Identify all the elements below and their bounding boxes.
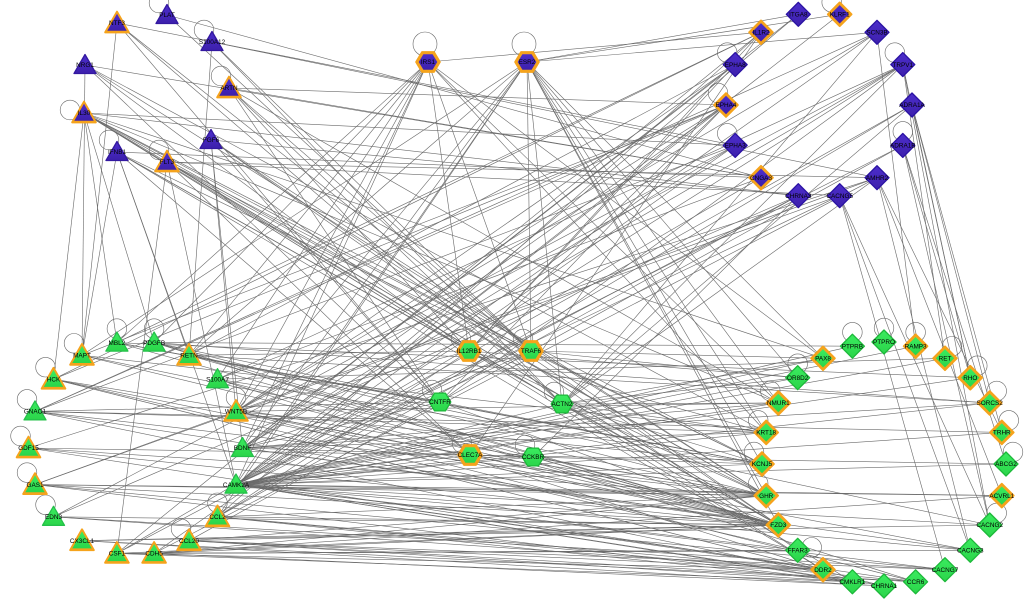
svg-text:RAMP3: RAMP3 xyxy=(905,343,927,350)
svg-text:SORCS2: SORCS2 xyxy=(977,400,1004,407)
svg-text:CCL20: CCL20 xyxy=(179,538,199,545)
svg-text:EDN3: EDN3 xyxy=(45,514,62,521)
svg-text:TRPV1: TRPV1 xyxy=(892,62,913,69)
svg-text:ADRA1A: ADRA1A xyxy=(899,102,925,109)
svg-text:ABCG2: ABCG2 xyxy=(995,461,1017,468)
svg-text:CHRNA3: CHRNA3 xyxy=(785,193,812,200)
svg-text:CNTFR: CNTFR xyxy=(429,399,451,406)
svg-text:CLEC7A: CLEC7A xyxy=(458,452,484,459)
svg-text:EPHA8: EPHA8 xyxy=(725,62,746,69)
svg-text:IFNB1: IFNB1 xyxy=(108,149,127,156)
svg-text:CACNG3: CACNG3 xyxy=(957,548,984,555)
svg-text:RETN: RETN xyxy=(180,353,198,360)
svg-text:FLT3: FLT3 xyxy=(160,159,175,166)
svg-text:KLRF1: KLRF1 xyxy=(830,12,850,19)
svg-text:TRAF6: TRAF6 xyxy=(521,348,542,355)
svg-text:IRS1: IRS1 xyxy=(421,59,436,66)
svg-text:CAMK2A: CAMK2A xyxy=(223,482,250,489)
svg-text:NRG1: NRG1 xyxy=(76,62,94,69)
svg-text:PTPRO: PTPRO xyxy=(873,339,895,346)
svg-text:GAS1: GAS1 xyxy=(26,482,43,489)
svg-text:MBL2: MBL2 xyxy=(109,340,126,347)
svg-text:ITGA8: ITGA8 xyxy=(789,12,808,19)
svg-text:CACNG2: CACNG2 xyxy=(976,522,1003,529)
svg-text:RHO: RHO xyxy=(963,375,977,382)
svg-text:CACNG7: CACNG7 xyxy=(932,567,959,574)
svg-text:KCNJ5: KCNJ5 xyxy=(752,461,773,468)
svg-text:CSF1: CSF1 xyxy=(109,551,126,558)
svg-text:CCR6: CCR6 xyxy=(907,579,925,586)
svg-text:CNGA3: CNGA3 xyxy=(750,175,772,182)
svg-text:WNT5B: WNT5B xyxy=(225,409,247,416)
svg-text:ARTN: ARTN xyxy=(220,85,238,92)
svg-text:NMUR1: NMUR1 xyxy=(767,400,790,407)
svg-text:IL30: IL30 xyxy=(78,110,91,117)
svg-text:PDGFB: PDGFB xyxy=(143,340,165,347)
svg-text:EPHA4: EPHA4 xyxy=(716,102,737,109)
svg-text:FGF6: FGF6 xyxy=(203,137,220,144)
svg-text:ACVRL1: ACVRL1 xyxy=(989,493,1014,500)
svg-text:ADRA1B: ADRA1B xyxy=(890,143,916,150)
svg-text:IL1R2: IL1R2 xyxy=(752,30,769,37)
svg-text:GHR: GHR xyxy=(759,493,774,500)
svg-text:FZD3: FZD3 xyxy=(770,522,786,529)
svg-text:HCK: HCK xyxy=(47,376,61,383)
svg-text:S100A7: S100A7 xyxy=(206,376,229,383)
svg-text:IL12RB1: IL12RB1 xyxy=(457,348,482,355)
svg-text:ESR2: ESR2 xyxy=(519,59,536,66)
svg-text:AMHR2: AMHR2 xyxy=(866,175,889,182)
svg-text:S100A12: S100A12 xyxy=(199,39,226,46)
svg-text:GNAO1: GNAO1 xyxy=(24,409,47,416)
svg-text:MAPT: MAPT xyxy=(73,353,91,360)
svg-text:BDNF: BDNF xyxy=(234,445,251,452)
svg-text:PAX8: PAX8 xyxy=(815,356,831,363)
svg-text:DDR2: DDR2 xyxy=(814,567,832,574)
svg-text:NTF3: NTF3 xyxy=(109,20,125,27)
svg-text:PLAT: PLAT xyxy=(159,12,175,19)
svg-text:RET: RET xyxy=(939,356,952,363)
svg-text:CCKBR: CCKBR xyxy=(522,454,545,461)
svg-text:CHRNA1: CHRNA1 xyxy=(871,583,898,590)
svg-text:FFAR3: FFAR3 xyxy=(788,548,808,555)
svg-text:OR8D2: OR8D2 xyxy=(787,375,809,382)
svg-text:PTPRB: PTPRB xyxy=(842,343,863,350)
svg-text:KRT18: KRT18 xyxy=(756,430,776,437)
svg-text:GDF15: GDF15 xyxy=(18,445,39,452)
svg-text:ACTN2: ACTN2 xyxy=(552,401,573,408)
svg-text:SCN3B: SCN3B xyxy=(866,30,887,37)
svg-text:CCL2: CCL2 xyxy=(209,514,226,521)
svg-text:CMKLR1: CMKLR1 xyxy=(839,579,865,586)
svg-text:CACNG5: CACNG5 xyxy=(826,193,853,200)
svg-text:EPHA3: EPHA3 xyxy=(725,143,746,150)
svg-text:CX3CL1: CX3CL1 xyxy=(70,538,95,545)
svg-text:CDH5: CDH5 xyxy=(145,551,163,558)
svg-text:TRHR: TRHR xyxy=(993,430,1011,437)
